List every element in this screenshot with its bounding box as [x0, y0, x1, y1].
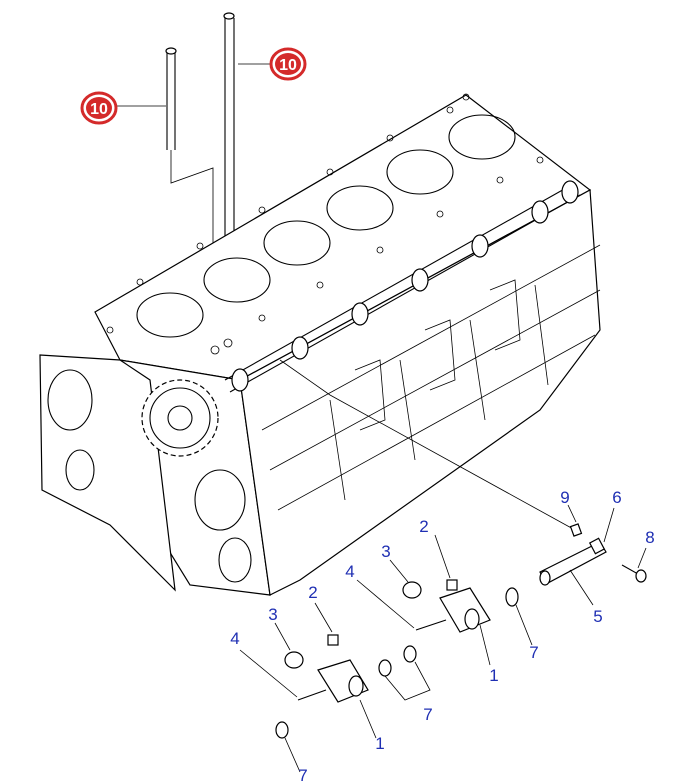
cylinder-block — [39, 93, 601, 596]
callout-2-right: 2 — [419, 517, 428, 536]
part-5-rocker-shaft — [539, 537, 607, 586]
cylinder-bore-5 — [386, 149, 454, 195]
callout-2-left: 2 — [308, 583, 317, 602]
callout-9: 9 — [560, 488, 569, 507]
callout-4-left: 4 — [230, 629, 239, 648]
cylinder-bore-3 — [263, 220, 331, 266]
part-7-snap-ring-right — [505, 587, 519, 607]
callout-7-mid: 7 — [423, 705, 432, 724]
leader-6 — [603, 507, 615, 543]
reference-badge-10-upper: 10 — [269, 47, 307, 81]
callout-6: 6 — [612, 488, 621, 507]
timing-gear — [141, 379, 219, 457]
callout-4-right: 4 — [345, 562, 354, 581]
callout-3-right: 3 — [381, 542, 390, 561]
leader-7-mid — [384, 661, 431, 701]
callout-5: 5 — [593, 607, 602, 626]
cylinder-bore-2 — [203, 257, 271, 303]
svg-text:10: 10 — [279, 57, 297, 74]
cylinder-bore-1 — [136, 292, 204, 338]
rocker-assembly-right — [402, 579, 491, 633]
callout-7-bottom: 7 — [298, 766, 307, 781]
cylinder-bore-4 — [326, 185, 394, 231]
callout-7-right: 7 — [529, 643, 538, 662]
rocker-assembly-left — [284, 634, 369, 703]
front-plate — [39, 354, 176, 592]
callout-1-left: 1 — [375, 734, 384, 753]
callout-8: 8 — [645, 528, 654, 547]
part-8-screw — [621, 564, 647, 583]
cylinder-bore-6 — [448, 114, 516, 160]
svg-text:10: 10 — [90, 101, 108, 118]
part-9-pin — [569, 523, 583, 537]
camshaft — [224, 180, 581, 393]
callout-1-right: 1 — [489, 666, 498, 685]
callout-3-left: 3 — [268, 605, 277, 624]
leader-block-to-9 — [279, 359, 576, 531]
part-7-snap-ring-bottom — [275, 721, 289, 739]
reference-badge-10-left: 10 — [80, 91, 118, 125]
